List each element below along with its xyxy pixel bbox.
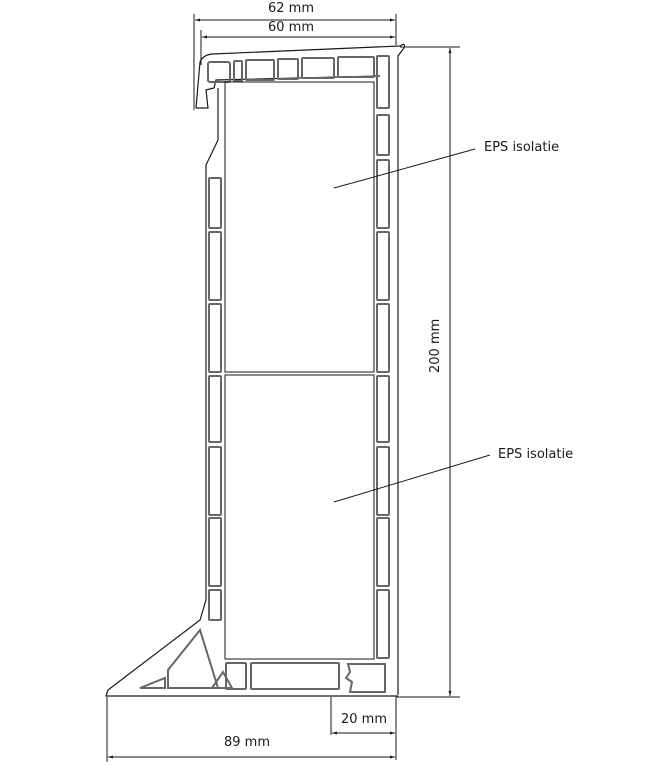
dimension-label-200: 200 mm	[428, 318, 443, 373]
leader-lines	[333, 148, 491, 503]
dimension-89	[106, 697, 395, 762]
dimension-label-20: 20 mm	[341, 712, 388, 727]
dimension-label-89: 89 mm	[224, 735, 271, 750]
profile-chambers	[139, 55, 390, 693]
annotation-eps-top: EPS isolatie	[484, 140, 560, 155]
annotation-eps-bottom: EPS isolatie	[498, 447, 574, 462]
dimension-label-62: 62 mm	[268, 1, 315, 16]
dimension-label-60: 60 mm	[268, 20, 315, 35]
dimension-20	[330, 697, 397, 760]
profile-outline	[105, 43, 406, 697]
eps-blocks	[224, 81, 375, 660]
dimension-62	[193, 14, 397, 110]
